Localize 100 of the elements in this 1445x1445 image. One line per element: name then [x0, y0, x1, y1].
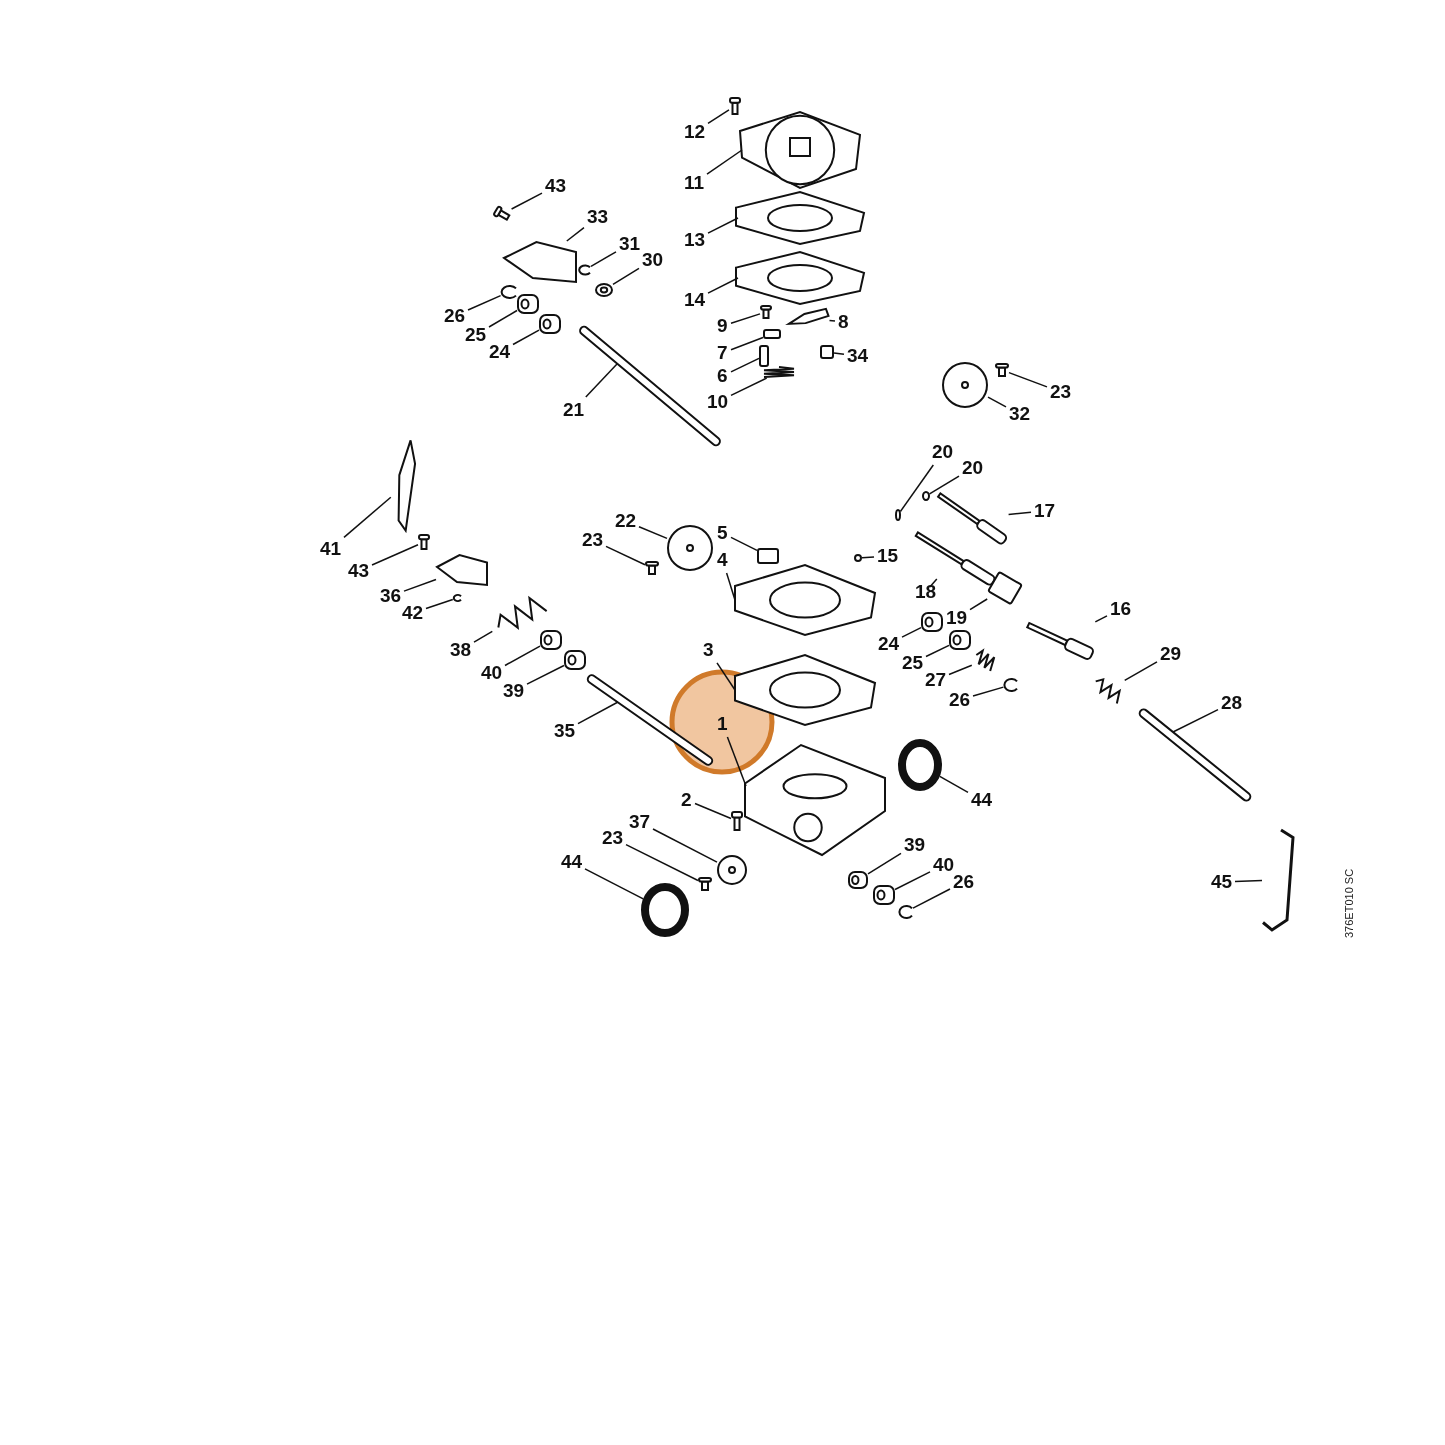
callout-number: 30 [642, 250, 664, 270]
leader-line [730, 336, 764, 351]
clip-drawing [452, 594, 462, 602]
leader-line [730, 313, 761, 325]
leader-line [371, 543, 419, 566]
bushing-drawing [949, 630, 971, 650]
screw-drawing [995, 363, 1009, 377]
wire-drawing [1262, 828, 1295, 932]
carburetor-body-drawing [744, 743, 886, 857]
clip-drawing [898, 905, 913, 919]
clip-drawing [1003, 678, 1018, 692]
leader-line [730, 536, 758, 552]
leader-line [1172, 708, 1219, 733]
leader-line [590, 251, 617, 268]
ring-drawing [898, 739, 942, 791]
callout-number: 36 [380, 586, 402, 606]
callout-number: 28 [1221, 693, 1243, 713]
leader-line [1123, 661, 1158, 682]
leader-line [972, 686, 1005, 697]
callout-number: 37 [629, 812, 651, 832]
screw-drawing [418, 534, 430, 550]
callout-number: 20 [962, 458, 984, 478]
callout-number: 26 [444, 306, 466, 326]
leader-line [929, 578, 938, 588]
leader-line [707, 277, 739, 294]
callout-number: 11 [684, 173, 705, 193]
bushing-drawing [564, 650, 586, 670]
ball-drawing [854, 554, 862, 562]
callout-number: 3 [703, 640, 714, 660]
spring-drawing [497, 595, 548, 631]
callout-number: 15 [877, 546, 899, 566]
lever-drawing [397, 439, 417, 534]
callout-number: 16 [1110, 599, 1132, 619]
callout-number: 2 [681, 790, 692, 810]
callout-number: 23 [602, 828, 624, 848]
leader-line [403, 578, 437, 592]
leader-line [716, 662, 736, 691]
pin-drawing [759, 345, 769, 367]
callout-number: 29 [1160, 644, 1182, 664]
gasket-drawing [735, 190, 866, 246]
washer-drawing [595, 283, 613, 297]
leader-line [948, 664, 973, 676]
bushing-drawing [921, 612, 943, 632]
callout-number: 24 [878, 634, 900, 654]
screw-drawing [729, 97, 741, 115]
callout-number: 41 [320, 539, 342, 559]
callout-number: 31 [619, 234, 641, 254]
leader-line [1008, 371, 1048, 388]
callout-number: 23 [582, 530, 604, 550]
callout-number: 43 [545, 176, 567, 196]
leader-line [1234, 879, 1263, 883]
leader-line [504, 645, 541, 667]
leader-line [694, 802, 732, 820]
bushing-drawing [873, 885, 895, 905]
screw-drawing [698, 877, 712, 891]
leader-line [577, 701, 619, 725]
callout-number: 8 [838, 312, 849, 332]
pin-drawing [763, 329, 781, 339]
leader-line [473, 630, 494, 643]
leader-line [512, 329, 540, 346]
callout-number: 26 [953, 872, 975, 892]
leader-line [706, 149, 743, 175]
disc-drawing [717, 855, 747, 885]
leader-line [425, 598, 454, 610]
callout-number: 5 [717, 523, 728, 543]
callout-number: 39 [503, 681, 525, 701]
leader-line [828, 319, 836, 322]
leader-line [707, 217, 739, 234]
gasket-drawing [734, 563, 877, 637]
cover-drawing [738, 110, 862, 190]
leader-line [969, 598, 988, 611]
callout-number: 12 [684, 122, 706, 142]
callout-number: 27 [925, 670, 947, 690]
callout-number: 23 [1050, 382, 1072, 402]
ring-drawing [895, 509, 901, 521]
callout-number: 25 [465, 325, 487, 345]
leader-line [585, 363, 618, 398]
needle-drawing [936, 492, 1009, 547]
callout-number: 7 [717, 343, 728, 363]
callout-number: 44 [561, 852, 583, 872]
leader-line [584, 868, 644, 900]
leader-line [605, 545, 646, 566]
clip-drawing [578, 264, 591, 276]
callout-number: 17 [1034, 501, 1056, 521]
bushing-drawing [539, 314, 561, 334]
ring-drawing [641, 883, 689, 937]
leader-line [833, 352, 845, 355]
callout-number: 24 [489, 342, 511, 362]
leader-line [467, 294, 502, 311]
leader-line [899, 464, 935, 513]
callout-number: 34 [847, 346, 869, 366]
leader-line [1007, 511, 1032, 516]
filter-drawing [757, 548, 779, 564]
bushing-drawing [517, 294, 539, 314]
callout-number: 26 [949, 690, 971, 710]
callout-number: 21 [563, 400, 585, 420]
callout-number: 19 [946, 608, 968, 628]
leader-line [912, 888, 951, 909]
callout-number: 32 [1009, 404, 1031, 424]
callout-number: 20 [932, 442, 954, 462]
